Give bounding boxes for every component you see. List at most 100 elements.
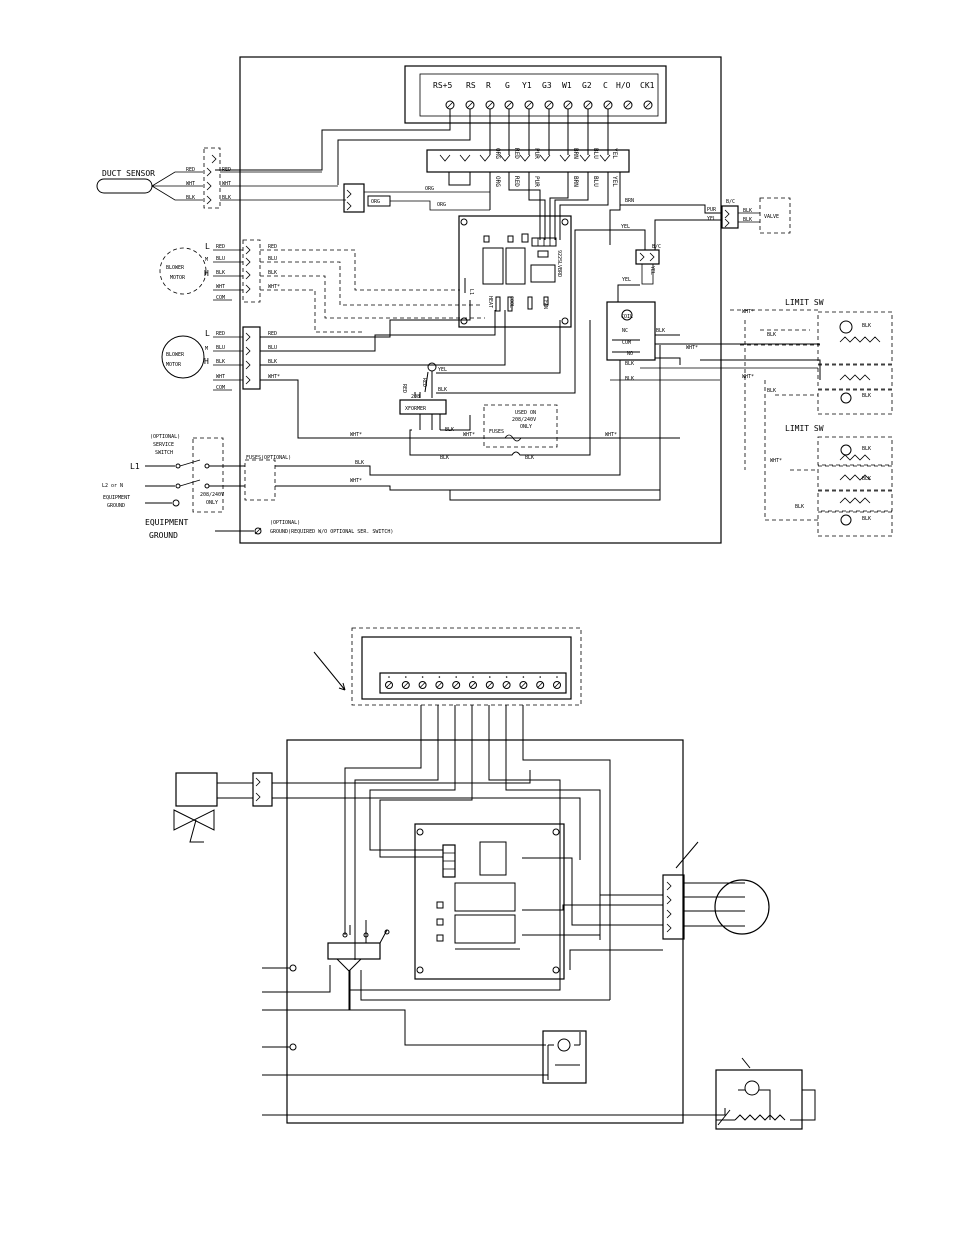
terminal-dot [438,676,441,678]
relay-no-label: NO [627,351,633,357]
limit-switches: LIMIT SW BLK WHT* BLK BLK WHT* BLK LIMIT… [610,298,893,537]
limit-wire: BLK [767,388,776,394]
board-relay-heat-label: HEAT [487,296,493,308]
bottom-control-board [414,823,565,980]
bottom-motor [545,841,770,970]
motor-tap-label: H [204,269,209,278]
terminal-screw-slot [386,682,392,688]
terminal-screw [401,681,410,689]
bottom-terminal-screws [385,676,561,689]
blower-motor-optional: BLOWER MOTOR L M H RED BLU BLK WHT COM R… [159,239,485,333]
bottom-main-enclosure [286,739,684,1124]
motor-wire-label: WHT [216,284,225,290]
transformer-wire: RED [401,384,407,393]
relay-com-label: COM [622,340,631,346]
motor-right-wire: BLK [268,270,277,276]
valve-wire: YEL [707,216,716,222]
blower-motor-circle [161,335,205,379]
plug-wire-label: ORG [494,148,501,159]
terminal-screw-slot [503,682,510,688]
terminal-labels: RS+5 RS R G Y1 G3 W1 G2 C H/O CK1 [433,81,655,90]
terminal-label: G [505,81,510,90]
relay: COIL NC COM NO YEL WHT* BLK [410,277,820,501]
top-main-enclosure [239,56,722,544]
motor-wire-label: WHT [216,374,225,380]
motor-tap-label: M [205,257,208,263]
harness-wire-label: ORG [494,176,501,187]
terminal-dot [421,676,424,678]
equipment-ground-label: EQUIPMENT [103,495,130,501]
limit-wire: BLK [862,393,871,399]
motor-wire-label: RED [216,244,225,250]
terminal-dot [522,676,525,678]
plug-wire-label: BRN [572,148,579,159]
terminal-label: G2 [582,81,592,90]
org-wire-label: ORG [437,202,446,208]
fuses-note: FUSES(OPTIONAL) [246,455,291,461]
fuse-block: USED ON 208/240V ONLY FUSES BLK BLK [440,320,591,461]
board-relay-cool-label: COOL [508,296,514,308]
harness-wire-label: BLU [592,176,599,187]
relay-wire: YEL [622,277,631,283]
valve-wire: BLK [743,217,752,223]
terminal-screw [553,681,561,689]
bottom-terminal-wires [344,705,611,1000]
relay-wire: BLK [656,328,665,334]
motor-right-wire: RED [268,244,277,250]
valve: PUR YEL BRN B/C BLK BLK VALVE [620,197,791,234]
terminal-dot [388,676,390,678]
motor-wire-label: COM [216,385,225,391]
terminal-screw-slot [403,682,409,688]
board-label: 922SLVBRD [556,250,562,277]
terminal-dot [405,676,407,678]
duct-sensor-probe [96,178,153,194]
yel-label: YEL [621,224,630,230]
l2-label: L2 or N [102,483,123,489]
motor-wire-label: BLK [216,270,225,276]
brn-label: BRN [625,198,634,204]
terminal-screw-slot [537,682,543,688]
duct-sensor-wire: WHT [222,181,231,187]
blower-motor-name: BLOWER [166,265,185,271]
service-switch-note: SWITCH [155,450,173,456]
bottom-thermostat-enclosure [361,636,572,700]
terminal-screw-slot [419,682,426,688]
motor-right-wire: BLU [268,345,277,351]
plug-wire-label: YEL [611,148,618,159]
transformer-tap: 208 [411,394,420,400]
terminal-screw [502,681,511,689]
power-wire-label: WHT* [605,432,617,438]
transformer-wire: RED [421,378,427,387]
relay-plug-label: B/C [652,244,661,250]
harness-wire-labels: ORG RED PUR BRN BLU YEL [494,176,618,187]
limit-wire: BLK [767,332,776,338]
terminal-screw [385,681,393,689]
motor-right-wire: WHT* [268,374,280,380]
plug-wire-label: PUR [533,148,540,159]
terminal-dot [472,676,474,678]
org-wire-label: ORG [425,186,434,192]
motor-right-wire: BLU [268,256,277,262]
equipment-ground-label: GROUND [149,531,178,540]
bottom-relay [310,1030,587,1084]
thermostat-terminal-strip: RS+5 RS R G Y1 G3 W1 G2 C H/O CK1 [404,65,667,124]
motor-wire-label: BLK [216,359,225,365]
valve-wire: PUR [707,207,717,213]
terminal-screw-slot [436,682,443,688]
terminal-dot [539,676,541,678]
duct-sensor: DUCT SENSOR RED WHT BLK RED WHT BLK [96,147,346,209]
terminal-screw [452,681,461,689]
fuse-block-fuse-label: FUSES [489,429,504,435]
relay-wire: WHT* [686,345,698,351]
plug-wire-labels: ORG RED PUR BRN BLU YEL [494,148,618,159]
terminal-screw-slot [554,682,560,688]
transformer-wire: BLK [438,387,447,393]
terminal-dot [455,676,458,678]
terminal-label: R [486,81,491,90]
harness-wire-label: BRN [572,176,579,187]
harness-wire-label: RED [513,176,520,187]
plug-wire-label: BLU [592,148,599,159]
fuse-block-note: ONLY [520,424,532,430]
harness-wires [448,172,621,245]
bottom-thermostat-enclosure-dashed [351,627,582,706]
